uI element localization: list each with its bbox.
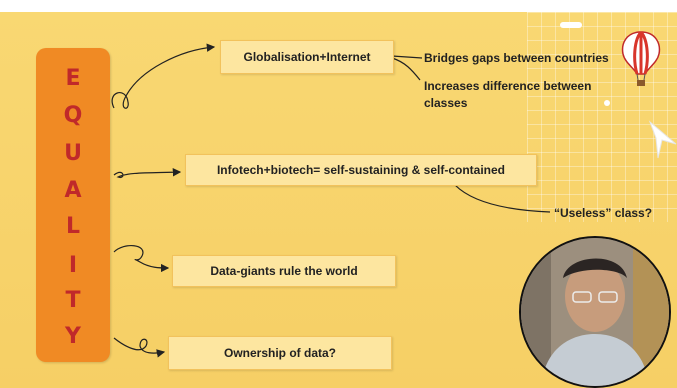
box-infotech: Infotech+biotech= self-sustaining & self… — [185, 154, 537, 186]
box-data-giants: Data-giants rule the world — [172, 255, 396, 287]
note-increases-line2: classes — [424, 96, 468, 110]
cloud-decoration — [560, 22, 582, 28]
dot-decoration — [604, 100, 610, 106]
bar-letter: U — [64, 141, 82, 166]
bar-letter: A — [64, 178, 82, 203]
note-useless-class: “Useless” class? — [554, 206, 653, 220]
bar-letter: Q — [63, 103, 83, 128]
webcam-video — [519, 236, 671, 388]
top-strip — [0, 0, 677, 12]
bar-letter: I — [68, 253, 78, 278]
bar-letter: T — [65, 288, 81, 313]
note-increases-line1: Increases difference between — [424, 79, 592, 93]
equality-vertical-bar: E Q U A L I T Y — [36, 48, 110, 362]
hot-air-balloon-icon — [621, 31, 661, 86]
bar-letter: E — [65, 66, 81, 91]
box-ownership: Ownership of data? — [168, 336, 392, 370]
bar-letter: Y — [65, 324, 81, 349]
box-globalisation: Globalisation+Internet — [220, 40, 394, 74]
paper-plane-icon — [648, 120, 677, 159]
note-bridges: Bridges gaps between countries — [424, 51, 609, 65]
bar-letter: L — [65, 214, 81, 239]
presenter-video-frame — [521, 238, 669, 386]
